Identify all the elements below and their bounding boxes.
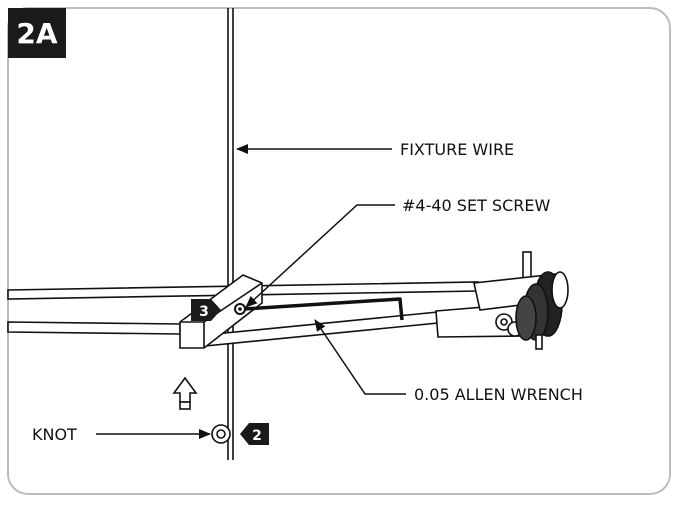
knot [211, 424, 231, 444]
step-3-marker: 3 [191, 299, 221, 321]
set-screw-socket [238, 307, 242, 311]
allen-wrench-label: 0.05 ALLEN WRENCH [414, 385, 583, 404]
allen-wrench-leader [314, 319, 406, 395]
svg-text:2A: 2A [16, 17, 57, 50]
fixture-wire-label: FIXTURE WIRE [400, 140, 514, 159]
step-2-marker: 2 [240, 423, 269, 445]
svg-text:3: 3 [199, 304, 209, 320]
knot-label: KNOT [32, 425, 77, 444]
push-up-arrow [172, 376, 198, 410]
panel-frame [7, 7, 671, 495]
figure-badge: 2A [8, 8, 66, 58]
set-screw-label: #4-40 SET SCREW [402, 196, 550, 215]
svg-text:2: 2 [252, 428, 262, 444]
servo-post [473, 251, 569, 350]
allen-wrench [243, 297, 404, 321]
fixture-wire [227, 8, 234, 460]
set-screw-leader [245, 204, 395, 308]
